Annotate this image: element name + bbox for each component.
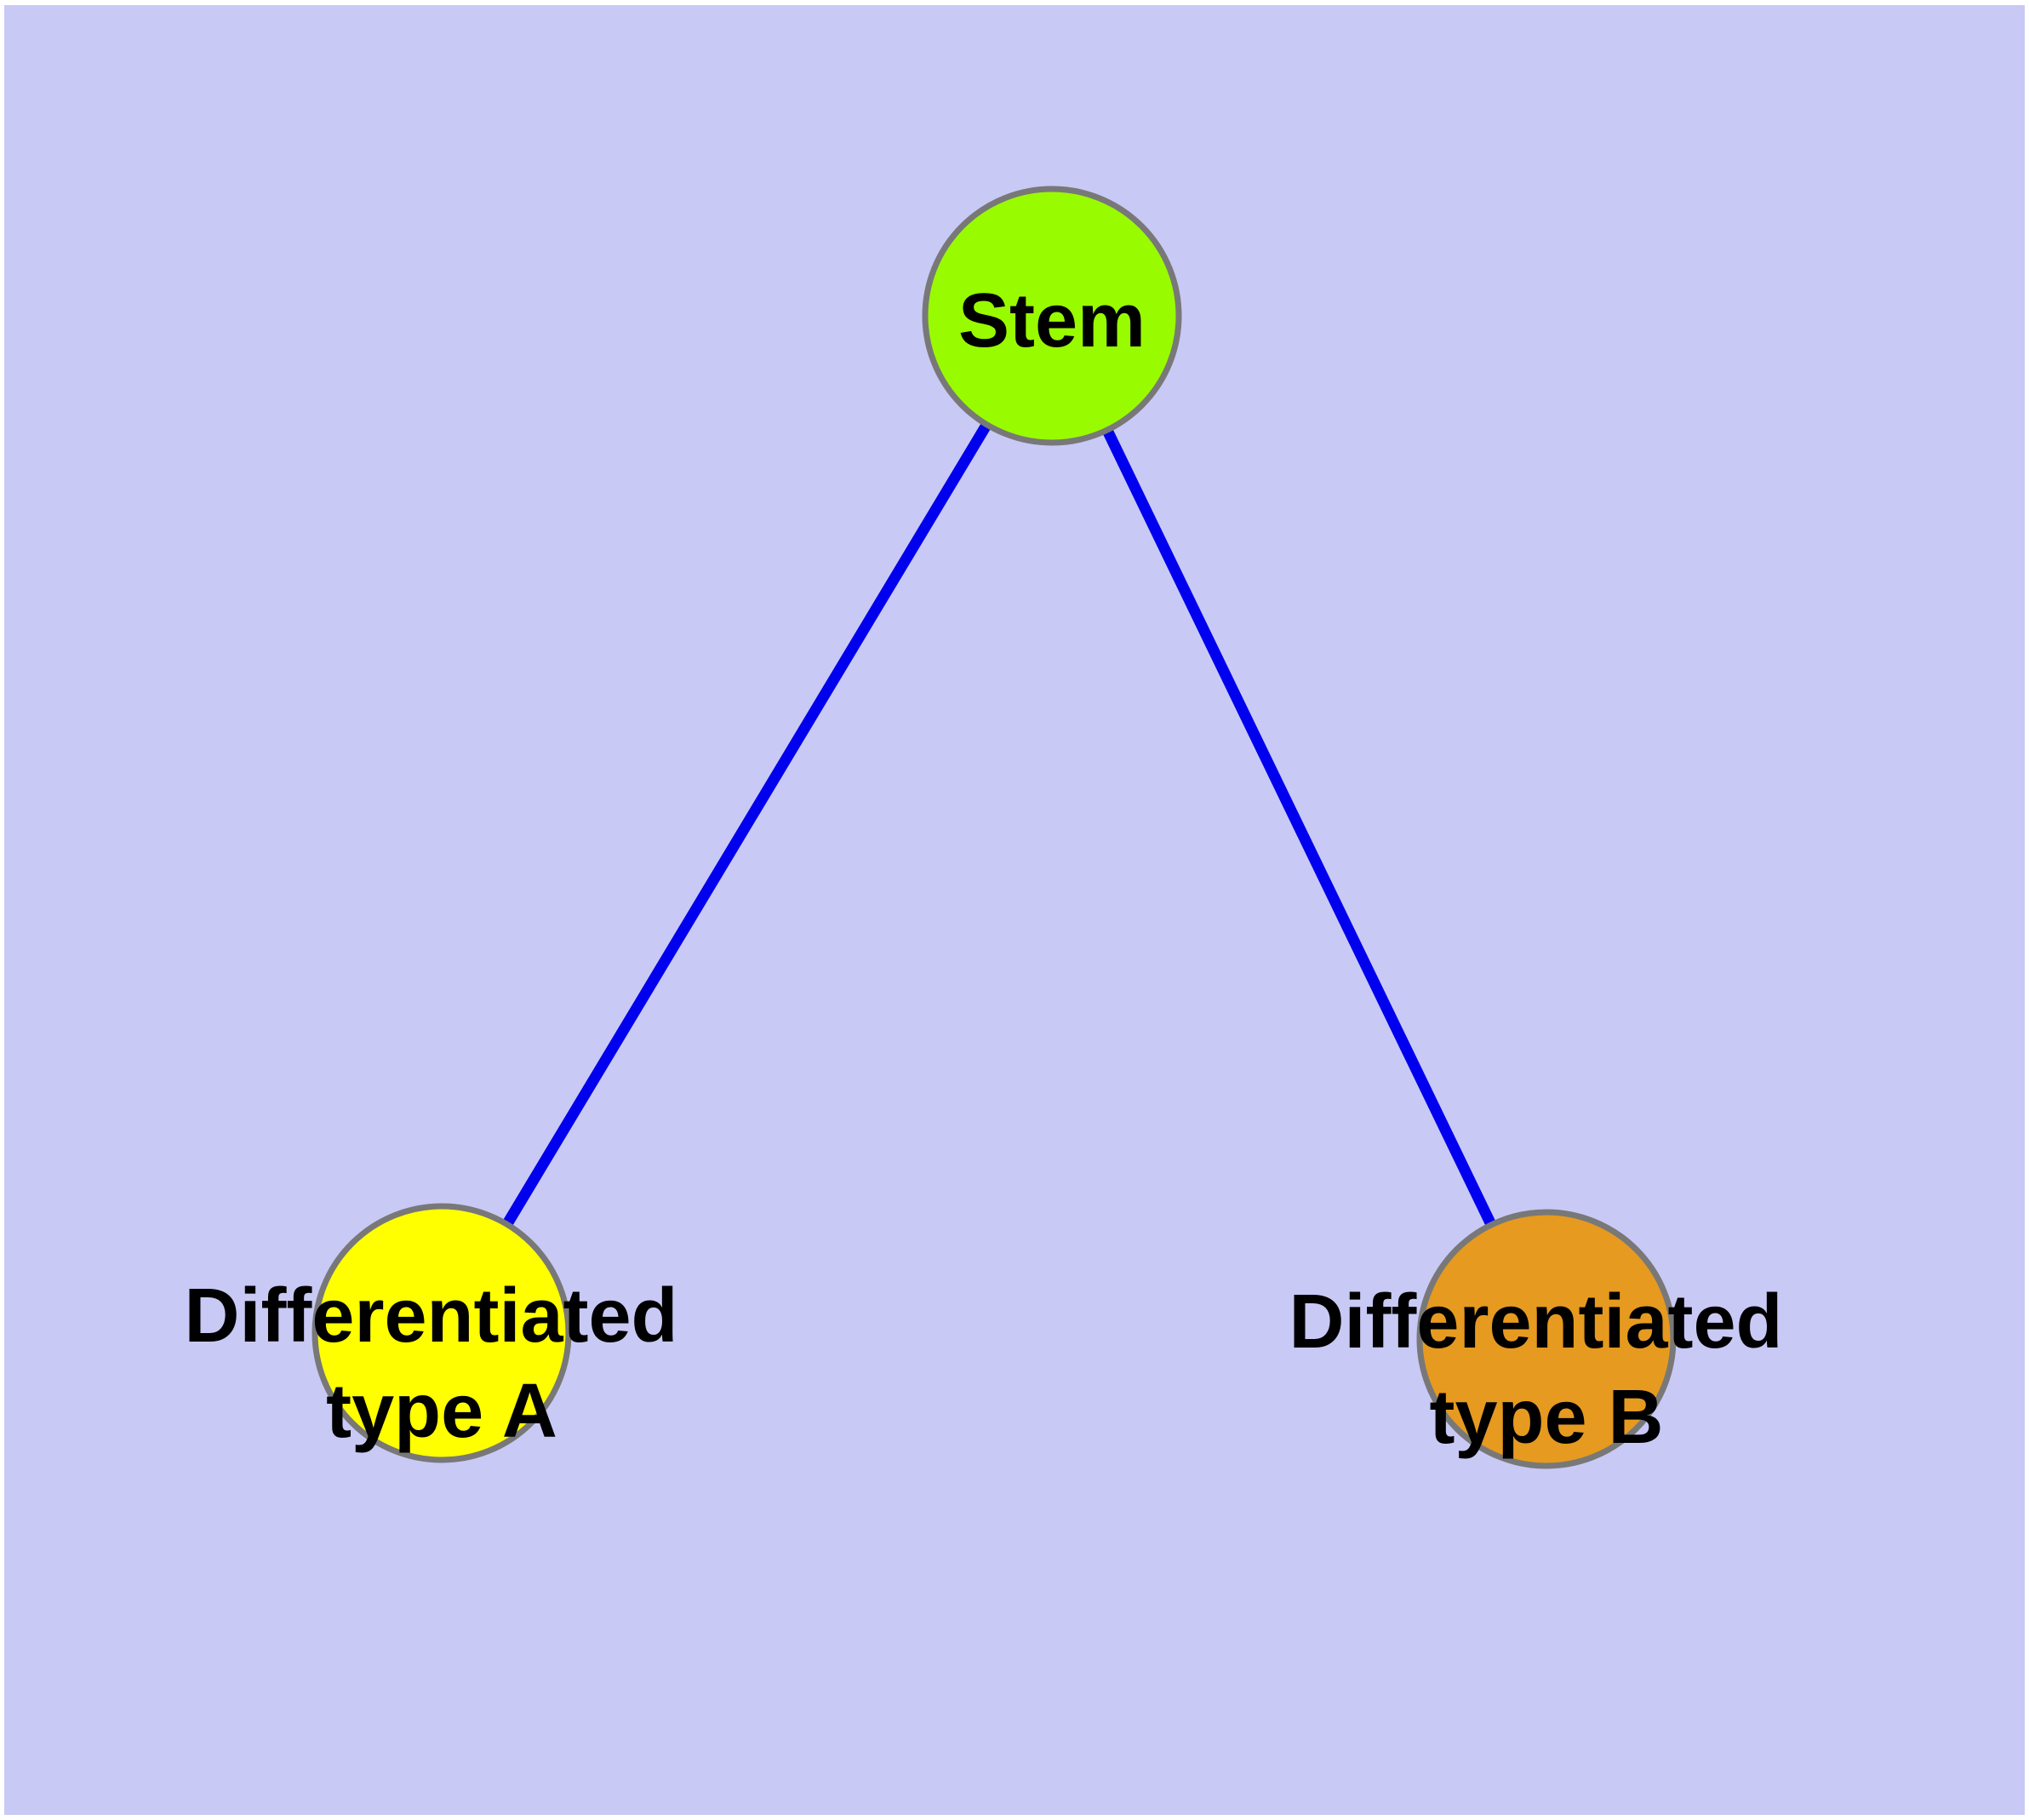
type-b-node-border <box>1416 1209 1677 1469</box>
type-b-node-circle <box>1420 1212 1673 1466</box>
type-b-node: Differentiated type B <box>1289 1209 1803 1469</box>
edge-stem-to-type-a <box>437 312 1057 1336</box>
type-b-node-label-line2: type B <box>1429 1375 1663 1460</box>
type-a-node-border <box>311 1203 572 1463</box>
edge-stem-to-type-b <box>1047 313 1552 1342</box>
type-a-node-label-line2: type A <box>326 1369 557 1454</box>
type-a-node-label-line1: Differentiated <box>184 1273 677 1359</box>
type-a-node-circle <box>315 1206 569 1460</box>
stem-node-border <box>922 186 1182 446</box>
type-a-node: Differentiated type A <box>184 1203 699 1463</box>
stem-node: Stem <box>922 186 1182 446</box>
type-b-node-label: Differentiated type B <box>1289 1279 1803 1460</box>
stem-node-label: Stem <box>958 278 1146 363</box>
type-a-node-label: Differentiated type A <box>184 1273 699 1454</box>
type-b-node-label-line1: Differentiated <box>1289 1279 1782 1365</box>
stem-node-circle <box>925 189 1179 443</box>
